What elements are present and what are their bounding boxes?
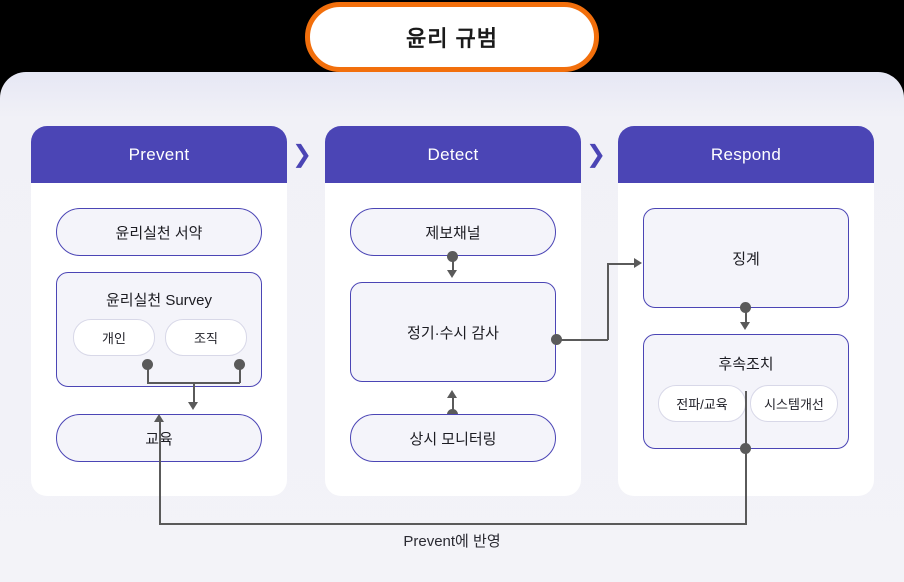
- connector-arrow-up: [447, 390, 457, 398]
- node-audit-label: 정기·수시 감사: [407, 324, 499, 342]
- node-audit[interactable]: 정기·수시 감사: [350, 282, 556, 382]
- connector-line: [147, 364, 149, 383]
- column-header-detect: Detect: [325, 126, 581, 183]
- node-followup-label: 후속조치: [718, 356, 774, 373]
- node-monitoring[interactable]: 상시 모니터링: [350, 414, 556, 462]
- connector-arrow-down: [188, 402, 198, 410]
- column-header-label: Prevent: [128, 144, 190, 164]
- connector-line: [607, 263, 636, 265]
- column-respond: Respond 징계 후속조치 전파/교육 시스템개선: [618, 126, 874, 496]
- diagram-title-pill: 윤리 규범: [305, 2, 599, 72]
- column-header-prevent: Prevent: [31, 126, 287, 183]
- node-education-label: 교육: [145, 428, 173, 449]
- chevron-right-icon-2: ❯: [585, 141, 607, 168]
- subpill-followup-system-improvement[interactable]: 시스템개선: [750, 385, 838, 422]
- subpill-label: 전파/교육: [676, 397, 728, 412]
- connector-line: [452, 256, 454, 272]
- chevron-right-icon-1: ❯: [291, 141, 313, 168]
- node-monitoring-label: 상시 모니터링: [409, 430, 497, 448]
- node-report-channel-label: 제보채널: [425, 224, 481, 242]
- connector-line: [561, 339, 608, 341]
- node-discipline-label: 징계: [732, 250, 760, 268]
- feedback-line-horizontal: [159, 523, 747, 525]
- connector-line: [193, 382, 195, 404]
- feedback-label: Prevent에 반영: [403, 533, 501, 550]
- connector-arrow-down: [740, 322, 750, 330]
- subpill-label: 개인: [102, 331, 126, 346]
- feedback-arrow-up: [154, 414, 164, 422]
- node-pledge-label: 윤리실천 서약: [115, 224, 203, 242]
- column-detect: Detect 제보채널 정기·수시 감사 상시 모니터링: [325, 126, 581, 496]
- column-header-label: Respond: [710, 144, 782, 164]
- node-discipline[interactable]: 징계: [643, 208, 849, 308]
- node-survey-label: 윤리실천 Survey: [105, 292, 213, 309]
- column-header-respond: Respond: [618, 126, 874, 183]
- node-report-channel[interactable]: 제보채널: [350, 208, 556, 256]
- subpill-label: 조직: [194, 331, 218, 346]
- subpill-survey-organization[interactable]: 조직: [165, 319, 247, 356]
- feedback-line-vertical-left: [159, 422, 161, 523]
- connector-line: [239, 364, 241, 383]
- connector-dot-audit-out: [551, 334, 562, 345]
- node-survey[interactable]: 윤리실천 Survey 개인 조직: [56, 272, 262, 387]
- connector-arrow-right: [634, 258, 642, 268]
- connector-line: [452, 398, 454, 414]
- feedback-line-vertical-right: [745, 391, 747, 524]
- column-header-label: Detect: [427, 144, 479, 164]
- node-pledge[interactable]: 윤리실천 서약: [56, 208, 262, 256]
- subpill-survey-individual[interactable]: 개인: [73, 319, 155, 356]
- column-body-detect: 제보채널 정기·수시 감사 상시 모니터링: [325, 183, 581, 496]
- connector-arrow-down: [447, 270, 457, 278]
- page-title: 윤리 규범: [405, 26, 499, 51]
- connector-line: [745, 307, 747, 324]
- connector-line: [607, 264, 609, 340]
- subpill-followup-spread-education[interactable]: 전파/교육: [658, 385, 746, 422]
- subpill-label: 시스템개선: [764, 397, 824, 412]
